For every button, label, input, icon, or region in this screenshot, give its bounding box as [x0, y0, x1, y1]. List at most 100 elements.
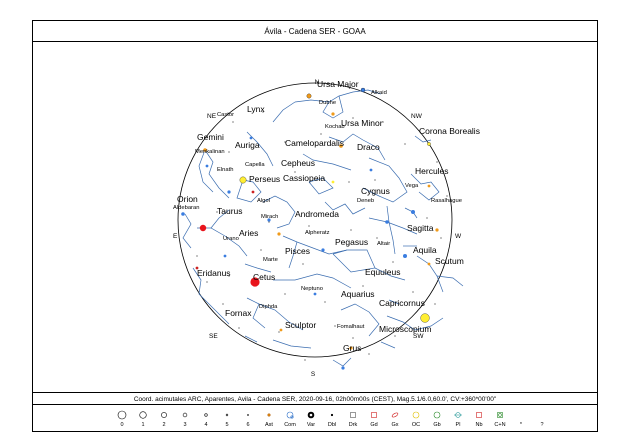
line-ursa-major-legs	[272, 101, 296, 123]
label-kochab: Kochab	[325, 124, 345, 130]
label-hercules: Hercules	[415, 166, 449, 176]
line-auriga	[236, 179, 262, 203]
star-alpheratz	[321, 248, 325, 252]
star-aquila	[427, 262, 431, 266]
legend-symbol-cn	[497, 412, 503, 418]
line-taurus-2	[210, 209, 230, 229]
cardinal-w: W	[455, 233, 462, 240]
star-orion	[181, 212, 185, 216]
label-altair: Altair	[377, 241, 390, 247]
label-camelopardalis: Camelopardalis	[285, 138, 344, 148]
label-ursa-major: Ursa Major	[317, 79, 359, 89]
label-cetus: Cetus	[253, 272, 275, 282]
label-auriga: Auriga	[235, 140, 260, 150]
star-altair	[403, 254, 407, 258]
faint-stars	[196, 111, 448, 361]
legend-item-gx: Gx	[384, 405, 406, 433]
legend-label-mag0: 0	[120, 422, 124, 428]
line-orion	[182, 213, 192, 249]
line-cetus	[246, 297, 304, 331]
label-capella: Capella	[245, 162, 265, 168]
constellation-labels: Ursa Major Lynx Ursa Minor Corona Boreal…	[177, 79, 480, 353]
legend-item-mag5: 5	[216, 405, 238, 433]
star-capella	[251, 190, 255, 194]
label-cepheus: Cepheus	[281, 158, 315, 168]
legend-item-drk: Drk	[342, 405, 364, 433]
star-dubhe	[331, 112, 335, 116]
legend-item-mag3: 3	[174, 405, 196, 433]
line-aquarius	[340, 303, 380, 337]
legend-item-star: *	[510, 405, 532, 433]
line-andromeda	[282, 235, 348, 255]
star-grus	[341, 366, 345, 370]
star-draco	[369, 168, 373, 172]
horizon-circle	[177, 82, 453, 358]
legend-label-mag5: 5	[225, 422, 229, 428]
legend-item-cn: C+N	[489, 405, 511, 433]
line-fornax	[244, 335, 258, 343]
line-equuleus	[388, 299, 400, 305]
label-algol: Algol	[257, 198, 270, 204]
legend-symbol-ast	[267, 413, 271, 417]
legend-symbol-gd	[371, 412, 377, 418]
line-sculptor	[272, 339, 312, 349]
star-cepheus	[331, 180, 335, 184]
star-neptuno	[313, 292, 317, 296]
cardinal-s: S	[311, 371, 316, 378]
named-stars	[181, 87, 439, 370]
cardinal-sw: SW	[413, 333, 424, 340]
line-pegasus	[332, 249, 376, 273]
label-castor: Castor	[217, 112, 234, 118]
star-alkaid	[360, 87, 366, 93]
label-sculptor: Sculptor	[285, 320, 316, 330]
legend-symbol-drk	[350, 412, 356, 418]
label-aries: Aries	[239, 228, 258, 238]
label-lynx: Lynx	[247, 104, 265, 114]
cardinal-ne: NE	[207, 113, 217, 120]
line-aquila-2	[436, 275, 464, 287]
star-ursa-major	[306, 93, 312, 99]
legend-symbol-com	[286, 411, 294, 419]
line-lynx	[246, 131, 274, 167]
star-mirach	[277, 232, 281, 236]
label-vega: Vega	[405, 183, 419, 189]
line-grus	[332, 357, 352, 367]
label-fornax: Fornax	[225, 308, 252, 318]
line-corona-borealis	[414, 135, 432, 143]
legend-item-gb: Gb	[426, 405, 448, 433]
line-taurus	[197, 227, 248, 257]
line-cepheus	[308, 177, 334, 195]
label-perseus: Perseus	[249, 174, 280, 184]
star-deneb	[385, 220, 389, 224]
legend-label-nb: Nb	[475, 422, 483, 428]
star-hercules	[427, 184, 431, 188]
chart-title: Ávila - Cadena SER - GOAA	[33, 21, 597, 42]
label-marte: Marte	[263, 257, 278, 263]
legend-item-ast: Ast	[258, 405, 280, 433]
legend-label-gd: Gd	[370, 422, 378, 428]
legend-item-com: Com	[279, 405, 301, 433]
legend-item-mag2: 2	[153, 405, 175, 433]
label-scutum: Scutum	[435, 256, 464, 266]
legend-symbol-mag0	[117, 410, 127, 420]
legend-label-mag4: 4	[204, 422, 208, 428]
legend-symbol-nb	[476, 412, 482, 418]
label-elnath: Elnath	[217, 167, 233, 173]
label-diphda: Diphda	[259, 304, 278, 310]
label-equuleus: Equuleus	[365, 267, 400, 277]
line-cygnus-2	[386, 205, 396, 255]
legend-symbol-unk	[531, 409, 553, 421]
legend-item-mag4: 4	[195, 405, 217, 433]
label-aldebaran: Aldebaran	[173, 205, 199, 211]
legend-item-mag1: 1	[132, 405, 154, 433]
star-kochab	[339, 144, 343, 148]
star-fomalhaut	[349, 346, 353, 350]
cardinal-labels: N NE NW E W SE SW S	[173, 79, 462, 378]
label-capricornus: Capricornus	[379, 298, 425, 308]
label-neptuno: Neptuno	[301, 286, 323, 292]
line-gemini-2	[198, 149, 214, 193]
line-draco	[362, 157, 408, 203]
legend-label-gx: Gx	[391, 422, 399, 428]
cardinal-se: SE	[209, 333, 218, 340]
